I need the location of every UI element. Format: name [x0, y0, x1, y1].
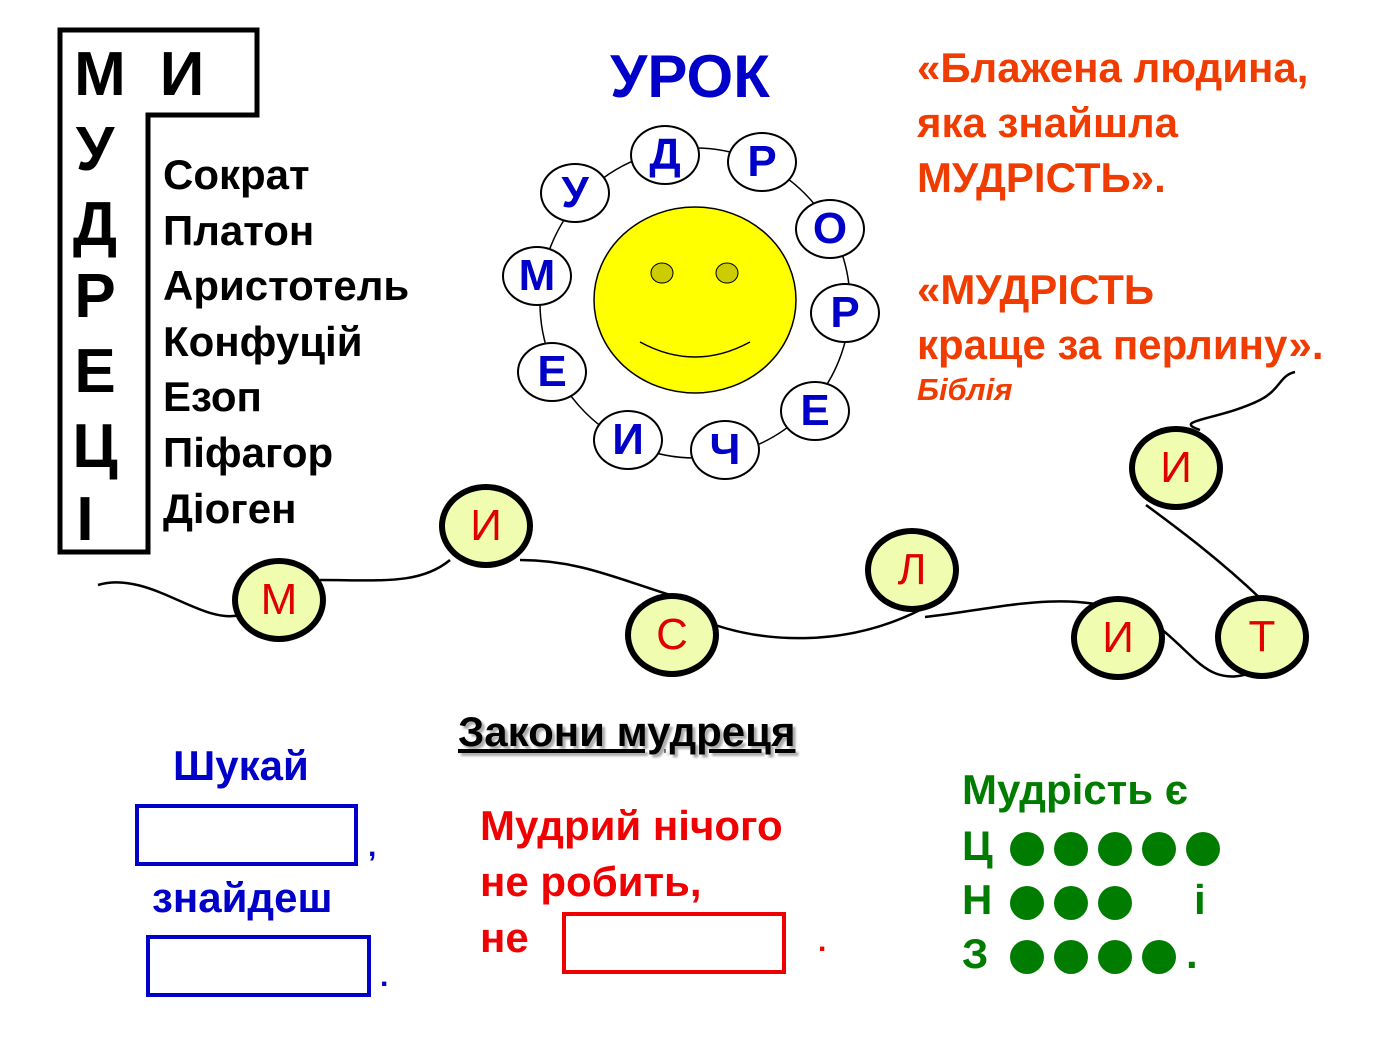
ring-letter: У	[540, 163, 610, 223]
ring-letter: Р	[727, 132, 797, 192]
blank-dot	[1010, 885, 1044, 920]
ring-letter: Е	[517, 342, 587, 402]
frame-letter: І	[76, 485, 94, 554]
blank-dot	[1142, 939, 1176, 974]
frame-letter: У	[75, 115, 115, 184]
laws-title: Закони мудреця	[458, 708, 796, 755]
wise-line: не	[480, 914, 529, 961]
smiley-face	[593, 206, 797, 394]
bead-letter: М	[232, 558, 326, 642]
row-suffix: і	[1194, 876, 1206, 923]
bead-letter: С	[625, 593, 719, 677]
lesson-title: УРОК	[610, 43, 770, 110]
smiley-eye-left	[650, 262, 674, 284]
row-suffix: .	[1186, 930, 1198, 977]
wise-line: Мудрий нічого	[480, 802, 783, 849]
wise-answer-box[interactable]	[562, 912, 786, 974]
find-label: знайдеш	[152, 874, 333, 921]
frame-letter: Д	[72, 190, 118, 259]
quote-line: «МУДРІСТЬ	[917, 266, 1155, 313]
sage-name: Аристотель	[163, 262, 410, 309]
bead-letter: И	[1129, 426, 1223, 510]
wise-text: Мудрий нічого не робить, не	[480, 798, 783, 966]
ring-letter: М	[502, 246, 572, 306]
smiley-eye-right	[715, 262, 739, 284]
frame-letter: М	[74, 40, 126, 109]
frame-letter: И	[159, 40, 205, 109]
wise-period: .	[818, 925, 827, 958]
rope	[97, 370, 1296, 678]
blank-dot	[1054, 831, 1088, 866]
row-letter: З	[962, 930, 989, 977]
sage-name: Езоп	[163, 373, 262, 420]
quote-line: «Блажена людина,	[917, 44, 1309, 91]
sage-name: Конфуцій	[163, 318, 363, 365]
wisdom-row: З.	[962, 930, 1198, 978]
blank-dot	[1098, 831, 1132, 866]
frame-letter: Е	[74, 337, 116, 406]
bead-letter: И	[1071, 596, 1165, 680]
blank-dot	[1142, 831, 1176, 866]
bead-letter: Т	[1215, 595, 1309, 679]
ring-letter: Р	[810, 283, 880, 343]
wise-line: не робить,	[480, 858, 702, 905]
sage-name: Сократ	[163, 151, 310, 198]
find-answer-box[interactable]	[146, 935, 371, 997]
quote-source: Біблія	[917, 372, 1013, 407]
seek-label: Шукай	[173, 742, 309, 789]
sage-name: Піфагор	[163, 429, 334, 476]
bead-letter: И	[439, 484, 533, 568]
sage-name: Діоген	[163, 485, 297, 532]
wisdom-title: Мудрість є	[962, 766, 1188, 813]
seek-answer-box[interactable]	[135, 804, 358, 866]
row-letter: Н	[962, 876, 993, 923]
blank-dot	[1054, 939, 1088, 974]
sage-name: Платон	[163, 207, 315, 254]
ring-letter: И	[593, 410, 663, 470]
quote-1: «Блажена людина, яка знайшла МУДРІСТЬ».	[917, 40, 1308, 205]
ring-letter: Е	[780, 381, 850, 441]
smiley-mouth	[639, 341, 751, 358]
blank-dot	[1186, 831, 1220, 866]
seek-comma: ,	[368, 830, 377, 863]
blank-dot	[1098, 939, 1132, 974]
wisdom-row: Ц	[962, 822, 1230, 870]
blank-dot	[1010, 831, 1044, 866]
quote-line: краще за перлину».	[917, 321, 1324, 368]
blank-dot	[1054, 885, 1088, 920]
bead-letter: Л	[865, 528, 959, 612]
quote-line: МУДРІСТЬ».	[917, 154, 1166, 201]
find-period: .	[380, 960, 389, 993]
row-letter: Ц	[962, 822, 993, 869]
blank-dot	[1010, 939, 1044, 974]
ring-letter: О	[795, 199, 865, 259]
ring-letter: Ч	[690, 420, 760, 480]
blank-dot	[1098, 885, 1132, 920]
frame-outline	[57, 27, 260, 555]
frame-letter: Р	[74, 262, 116, 331]
quote-line: яка знайшла	[917, 99, 1179, 146]
ring-letter: Д	[630, 125, 700, 185]
frame-letter: Ц	[72, 412, 118, 481]
quote-2: «МУДРІСТЬ краще за перлину».	[917, 262, 1324, 372]
